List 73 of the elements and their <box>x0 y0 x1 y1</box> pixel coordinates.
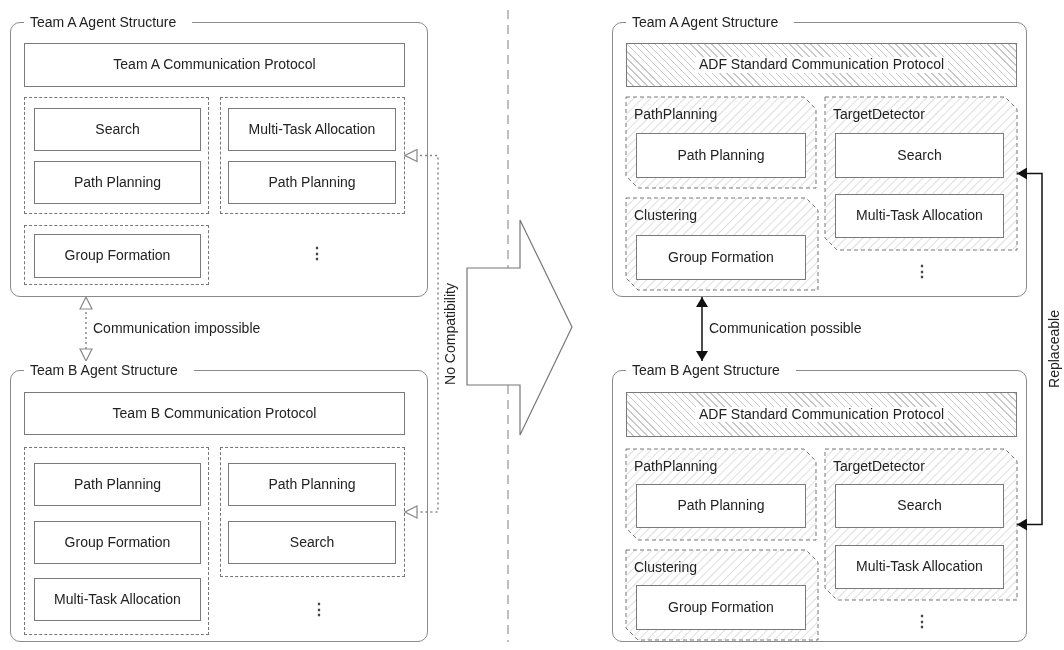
box-label: Team B Communication Protocol <box>111 405 318 422</box>
box-label: Search <box>896 147 943 164</box>
ellipsis-mark: ⋮ <box>914 262 930 282</box>
module-group <box>24 97 209 214</box>
box-label: Multi-Task Allocation <box>247 121 377 138</box>
structure-title: Team B Agent Structure <box>24 361 194 379</box>
module-group <box>626 550 818 640</box>
double-arrow <box>1016 167 1043 531</box>
double-arrow <box>404 148 439 519</box>
module-box <box>34 108 201 151</box>
box-label: ADF Standard Communication Protocol <box>694 57 949 73</box>
box-label: Team A Communication Protocol <box>112 57 317 73</box>
module-box <box>34 521 201 564</box>
group-title: Clustering <box>634 559 698 576</box>
box-label: Path Planning <box>72 174 163 191</box>
module-group <box>825 97 1017 250</box>
box-label: Path Planning <box>676 147 766 164</box>
module-box <box>835 545 1004 589</box>
module-box <box>228 161 396 204</box>
double-arrow <box>79 296 93 362</box>
module-box <box>228 108 396 151</box>
box-label: Multi-Task Allocation <box>53 591 182 608</box>
agent-structure-frame <box>10 361 428 642</box>
module-box <box>24 43 405 87</box>
ellipsis-mark: ⋮ <box>914 612 930 632</box>
protocol-box <box>626 43 1017 87</box>
ellipsis-mark: ⋮ <box>311 600 327 620</box>
module-group <box>220 97 405 214</box>
group-title: PathPlanning <box>634 106 718 123</box>
group-title: TargetDetector <box>833 106 925 123</box>
module-box <box>34 578 201 621</box>
box-label: Path Planning <box>267 476 357 493</box>
group-title: Clustering <box>634 207 698 224</box>
box-label: Multi-Task Allocation <box>855 208 984 224</box>
module-box <box>34 463 201 506</box>
protocol-box <box>626 392 1017 437</box>
box-label: Search <box>94 121 141 138</box>
module-box <box>34 234 201 278</box>
box-label: Search <box>288 534 336 551</box>
module-group <box>220 447 405 577</box>
module-box <box>835 133 1004 178</box>
module-group <box>24 447 209 635</box>
module-box <box>34 161 201 204</box>
module-box <box>835 194 1004 238</box>
module-box <box>636 133 806 178</box>
box-label: ADF Standard Communication Protocol <box>694 406 949 423</box>
box-label: Group Formation <box>667 249 775 266</box>
group-title: PathPlanning <box>634 458 718 475</box>
module-box <box>636 585 806 630</box>
module-group <box>626 198 818 290</box>
box-label: Multi-Task Allocation <box>855 559 984 575</box>
box-label: Path Planning <box>267 174 357 191</box>
module-group <box>626 97 816 188</box>
module-box <box>228 463 396 506</box>
box-label: Group Formation <box>667 599 775 616</box>
group-title: TargetDetector <box>833 458 925 475</box>
box-label: Group Formation <box>63 248 172 264</box>
box-label: Search <box>896 498 943 514</box>
module-group <box>626 449 816 540</box>
double-arrow <box>696 296 708 362</box>
module-group <box>825 449 1017 600</box>
edge-label: Communication possible <box>707 320 864 337</box>
box-label: Path Planning <box>676 498 766 514</box>
module-box <box>636 235 806 280</box>
module-box <box>24 392 405 435</box>
edge-label: Communication impossible <box>91 320 263 337</box>
module-box <box>228 521 396 564</box>
box-label: Group Formation <box>63 534 172 551</box>
box-label: Path Planning <box>72 476 163 493</box>
module-box <box>835 484 1004 528</box>
module-group <box>24 225 209 285</box>
module-box <box>636 484 806 528</box>
ellipsis-mark: ⋮ <box>309 244 325 264</box>
